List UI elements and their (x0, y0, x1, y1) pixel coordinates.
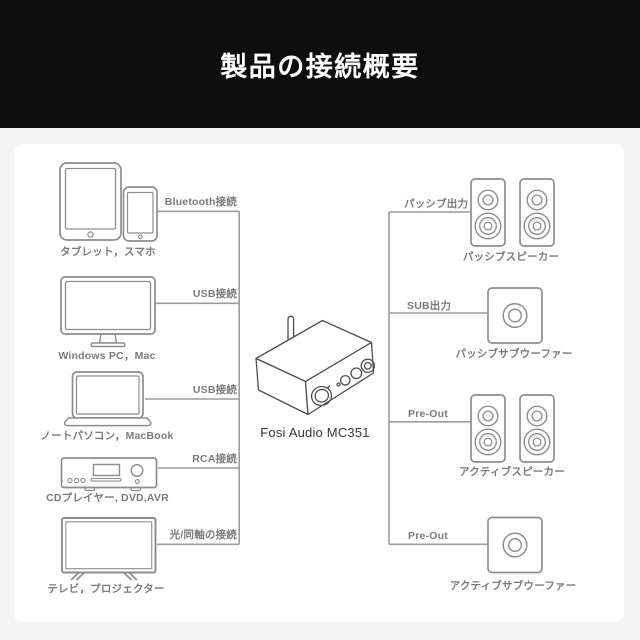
caption-tablet-smartphone: タブレット，スマホ (60, 246, 156, 258)
amplifier-icon (255, 315, 376, 416)
connection-label-usb-2: USB接続 (192, 384, 237, 396)
header-banner: 製品の接続概要 (0, 0, 640, 128)
caption-passive-speakers: パッシブスピーカー (462, 251, 560, 263)
caption-cd-player-dvd-avr: CDプレイヤー, DVD,AVR (46, 492, 169, 504)
page-title: 製品の接続概要 (220, 51, 420, 82)
cd-player-icon (60, 457, 158, 492)
connection-label-usb-1: USB接続 (192, 288, 237, 300)
desktop-monitor-icon (60, 276, 156, 348)
caption-laptop-macbook: ノートパソコン，MacBook (40, 430, 174, 442)
connection-label-optical-coax: 光/同軸の接続 (169, 529, 237, 541)
connection-label-preout-2: Pre-Out (408, 530, 448, 542)
connection-label-preout-1: Pre-Out (408, 408, 448, 420)
source-connection-lines (145, 210, 240, 546)
caption-windows-pc-mac: Windows PC，Mac (58, 350, 156, 362)
caption-tv-projector: テレビ，プロジェクター (47, 583, 165, 595)
tv-icon (61, 517, 157, 581)
caption-active-subwoofer: アクティブサブウーファー (449, 580, 577, 592)
caption-fosi-audio-mc351: Fosi Audio MC351 (260, 425, 370, 440)
connection-label-sub-out: SUB出力 (407, 300, 452, 312)
connection-label-rca: RCA接続 (192, 453, 237, 465)
active-speakers-icon (470, 394, 555, 463)
passive-speakers-icon (470, 178, 555, 247)
caption-passive-subwoofer: パッシブサブウーファー (455, 348, 573, 360)
caption-active-speakers: アクティブスピーカー (459, 466, 565, 478)
output-connection-lines (388, 211, 487, 546)
passive-subwoofer-icon (487, 287, 543, 344)
tablet-smartphone-icon (59, 162, 158, 242)
laptop-icon (63, 371, 152, 427)
connection-label-passive-out: パッシブ出力 (404, 198, 469, 210)
connection-label-bluetooth: Bluetooth接続 (164, 196, 237, 208)
active-subwoofer-icon (487, 516, 543, 574)
connection-diagram (59, 162, 555, 581)
